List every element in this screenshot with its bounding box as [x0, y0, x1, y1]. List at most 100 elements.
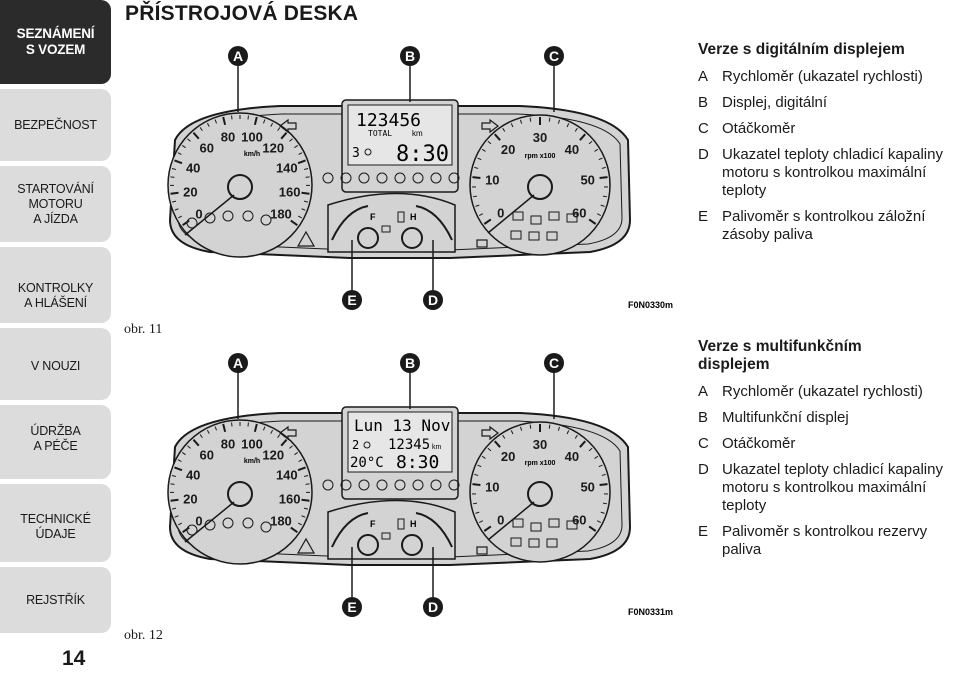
indicator-light-icon	[358, 479, 370, 491]
speed-tick-mark	[303, 200, 308, 203]
item-key: A	[698, 383, 709, 400]
speed-tick-mark	[174, 208, 179, 211]
rpm-tick-mark	[598, 157, 603, 161]
rpm-tick-mark	[602, 195, 608, 198]
warning-light-icon	[566, 520, 578, 530]
speed-tick-mark	[289, 445, 293, 449]
rpm-tick-mark	[487, 447, 492, 452]
speed-tick-mark	[206, 429, 210, 434]
rpm-tick-label: 30	[533, 437, 547, 452]
sidebar-tab-label: V NOUZI	[30, 358, 81, 373]
rpm-unit-label: rpm x100	[525, 460, 556, 467]
rpm-tick-mark	[475, 511, 480, 514]
indicator-light-icon	[448, 172, 460, 184]
temp-gauge-hub	[401, 534, 423, 556]
display-unit: km	[412, 129, 423, 138]
callout-b-label: B	[405, 48, 415, 64]
sidebar-tab-bezpecnost[interactable]: BEZPEČNOST	[0, 89, 111, 161]
display-outside-temp: 20°C	[350, 455, 384, 471]
item-key: B	[698, 409, 709, 426]
rpm-tick-label: 0	[497, 513, 504, 528]
service-icon	[476, 239, 488, 248]
item-key: E	[698, 208, 709, 225]
rpm-tick-mark	[602, 502, 608, 505]
speed-tick-mark	[222, 423, 227, 433]
speed-tick-mark	[297, 159, 306, 165]
rpm-tick-mark	[579, 440, 586, 448]
sidebar-tab-label: SEZNÁMENÍ	[16, 26, 95, 41]
rpm-tick-mark	[566, 430, 570, 435]
hazard-icon	[296, 230, 316, 247]
sidebar-tab-rejstrik[interactable]: REJSTŘÍK	[0, 567, 111, 633]
temp-scale	[415, 512, 453, 548]
fuel-full-label: F	[370, 519, 376, 529]
rpm-tick-mark	[600, 204, 605, 207]
speed-tick-mark	[171, 168, 176, 170]
fuel-temp-housing	[327, 192, 456, 253]
rpm-tick-mark	[479, 520, 484, 523]
page-number: 14	[62, 647, 86, 670]
item-text: Ukazatel teploty chladicí kapaliny motor…	[722, 146, 943, 199]
speed-tick-mark	[177, 522, 182, 526]
temp-hot-label: H	[410, 519, 417, 529]
callout-a-label: A	[233, 355, 243, 371]
speed-tick-label: 140	[276, 160, 298, 175]
warning-light-icon	[260, 214, 272, 226]
tachometer-needle	[487, 194, 535, 234]
rpm-tick-mark	[557, 426, 560, 431]
display-unit: km	[432, 444, 442, 451]
speed-tick-mark	[298, 152, 303, 155]
speed-tick-label: 20	[183, 491, 197, 506]
callout-d-label: D	[428, 599, 438, 615]
rpm-tick-mark	[588, 447, 593, 452]
display-clock: 8:30	[396, 142, 449, 167]
tachometer-needle	[487, 501, 535, 541]
speed-tick-mark	[170, 191, 179, 195]
item-key: A	[698, 68, 709, 85]
fuel-pump-icon	[381, 532, 391, 540]
speedometer-hub	[227, 174, 253, 200]
rpm-tick-mark	[574, 434, 578, 439]
callout-e-label: E	[347, 599, 356, 615]
rpm-tick-mark	[596, 520, 601, 523]
rpm-tick-mark	[494, 133, 501, 141]
item-key: C	[698, 435, 709, 452]
speed-tick-label: 60	[200, 141, 214, 156]
sidebar-tab-label: MOTORU	[28, 196, 83, 211]
hazard-icon	[296, 537, 316, 554]
rpm-tick-mark	[475, 204, 480, 207]
indicator-light-icon	[394, 479, 406, 491]
warning-light-icon	[546, 231, 558, 241]
callout-b-badge	[400, 46, 420, 66]
sidebar-tab-v-nouzi[interactable]: V NOUZI	[0, 328, 111, 400]
sidebar-tab-label: KONTROLKY	[17, 281, 94, 295]
callout-c-label: C	[549, 48, 559, 64]
headlight-level-icon	[363, 441, 371, 449]
display-date: Lun 13 Nov	[354, 416, 450, 435]
rpm-tick-label: 10	[485, 479, 499, 494]
turn-left-icon	[279, 425, 297, 441]
speed-tick-mark	[187, 445, 191, 449]
rpm-tick-label: 20	[501, 449, 515, 464]
indicator-light-icon	[322, 172, 334, 184]
indicator-light-icon	[448, 479, 460, 491]
callout-e-badge	[342, 290, 362, 310]
temp-hot-label: H	[410, 212, 417, 222]
indicator-light-icon	[376, 172, 388, 184]
warning-light-icon	[546, 538, 558, 548]
item-key: E	[698, 523, 709, 540]
rpm-tick-mark	[477, 157, 482, 161]
